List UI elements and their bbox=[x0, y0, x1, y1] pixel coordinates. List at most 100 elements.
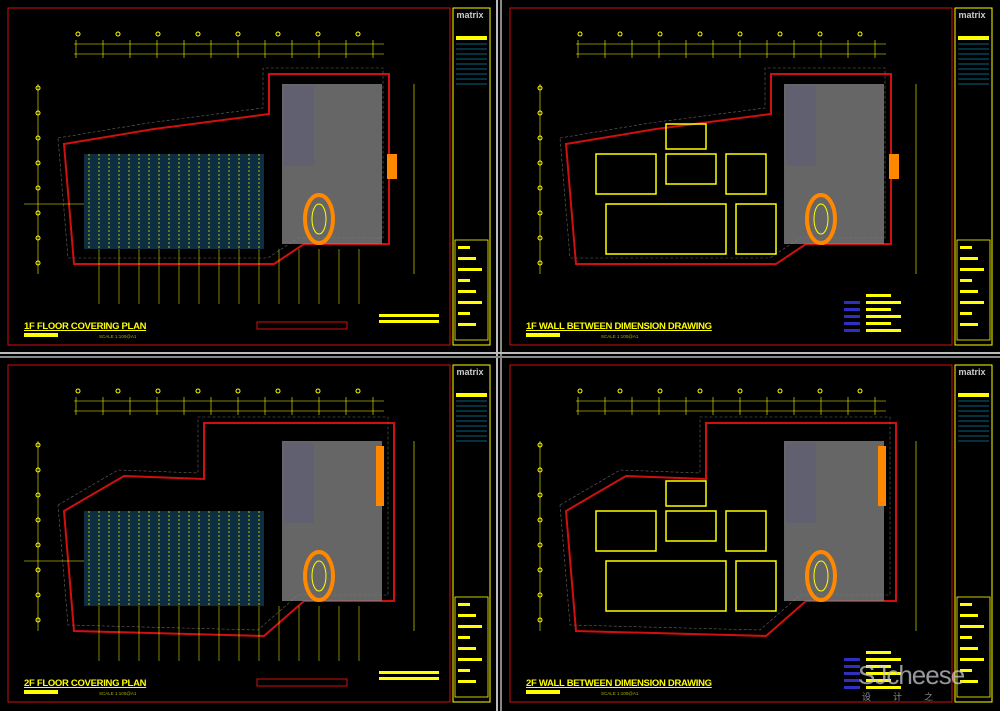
grid-bubble bbox=[35, 617, 41, 623]
hatched-area bbox=[786, 443, 816, 523]
building-outline bbox=[62, 422, 395, 638]
grid-bubble bbox=[155, 31, 161, 37]
legend-box bbox=[256, 678, 348, 687]
grid-bubble bbox=[537, 592, 543, 598]
grid-bubble bbox=[617, 31, 623, 37]
grid-bubble bbox=[35, 85, 41, 91]
drawing-title: 1F WALL BETWEEN DIMENSION DRAWING bbox=[526, 321, 712, 332]
title-block bbox=[954, 7, 993, 346]
grid-bubble bbox=[355, 388, 361, 394]
grid-bubble bbox=[235, 31, 241, 37]
grid-bubble bbox=[537, 260, 543, 266]
grid-bubble bbox=[35, 110, 41, 116]
drawing-sheet-1f-floor: matrix 1F FLOOR COVERING PLAN SCALE 1:10… bbox=[4, 4, 494, 349]
grid-bubble bbox=[195, 388, 201, 394]
grid-bubble bbox=[155, 388, 161, 394]
title-block-text bbox=[960, 603, 972, 606]
wall-partition bbox=[665, 123, 707, 150]
legend-swatch bbox=[844, 322, 860, 325]
legend-text bbox=[866, 679, 891, 682]
building-outline bbox=[564, 422, 897, 638]
grid-bubble bbox=[195, 31, 201, 37]
sheet-frame bbox=[509, 7, 953, 346]
title-block-text bbox=[458, 323, 476, 326]
legend-swatch bbox=[844, 686, 860, 689]
note-text bbox=[379, 314, 439, 317]
wall-dimension-drawing bbox=[509, 364, 993, 703]
title-block-band bbox=[456, 36, 487, 40]
drawing-scale: SCALE 1:100@A1 bbox=[99, 334, 137, 339]
grid-bubble bbox=[35, 442, 41, 448]
legend-text bbox=[866, 329, 901, 332]
wall-partition bbox=[595, 510, 657, 552]
drawing-scale: SCALE 1:100@A1 bbox=[601, 334, 639, 339]
grid-bubble bbox=[537, 235, 543, 241]
grid-bubble bbox=[817, 388, 823, 394]
legend-text bbox=[866, 315, 901, 318]
grid-bubble bbox=[697, 388, 703, 394]
grid-bubble bbox=[537, 442, 543, 448]
grid-bubble bbox=[577, 388, 583, 394]
grid-bubble bbox=[115, 388, 121, 394]
grid-bubble bbox=[35, 517, 41, 523]
drawing-sheet-2f-floor: matrix 2F FLOOR COVERING PLAN SCALE 1:10… bbox=[4, 361, 494, 706]
title-block-text bbox=[960, 680, 978, 683]
legend-text bbox=[866, 308, 891, 311]
grid-bubble bbox=[35, 235, 41, 241]
title-block-text bbox=[960, 312, 972, 315]
title-block-text bbox=[960, 658, 984, 661]
floor-plan-drawing bbox=[7, 7, 491, 346]
wall-partition bbox=[725, 153, 767, 195]
legend-text bbox=[866, 301, 901, 304]
wall-partition bbox=[605, 203, 727, 255]
building-outline-dashed bbox=[559, 67, 886, 259]
spiral-stair bbox=[805, 193, 837, 245]
wall-dimension-drawing bbox=[509, 7, 993, 346]
title-block-text bbox=[960, 614, 978, 617]
watermark: SJcheese bbox=[858, 660, 965, 690]
building-outline-dashed bbox=[57, 416, 389, 631]
sheet-frame bbox=[7, 364, 451, 703]
grid-bubble bbox=[537, 210, 543, 216]
grid-bubble bbox=[577, 31, 583, 37]
title-block-info bbox=[454, 239, 489, 341]
legend-text bbox=[866, 322, 891, 325]
grid-bubble bbox=[537, 185, 543, 191]
legend-text bbox=[866, 658, 901, 661]
title-block-info bbox=[956, 596, 991, 698]
grid-bubble bbox=[537, 135, 543, 141]
drawing-title: 2F FLOOR COVERING PLAN bbox=[24, 678, 147, 689]
building-outline-dashed bbox=[57, 67, 384, 259]
legend-text bbox=[866, 294, 891, 297]
grid-bubble bbox=[35, 567, 41, 573]
legend-box bbox=[256, 321, 348, 330]
grid-bubble bbox=[315, 31, 321, 37]
title-block-text bbox=[458, 658, 482, 661]
grid-bubble bbox=[537, 617, 543, 623]
legend-swatch bbox=[844, 658, 860, 661]
grid-bubble bbox=[857, 31, 863, 37]
title-block-text bbox=[458, 625, 482, 628]
title-block-text bbox=[458, 680, 476, 683]
title-block-text bbox=[960, 268, 984, 271]
legend-text bbox=[866, 672, 901, 675]
grid-bubble bbox=[857, 388, 863, 394]
title-block-logo: matrix bbox=[456, 367, 484, 377]
grid-bubble bbox=[355, 31, 361, 37]
grid-bubble bbox=[35, 185, 41, 191]
stair bbox=[878, 446, 886, 506]
grid-bubble bbox=[35, 542, 41, 548]
grid-bubble bbox=[35, 135, 41, 141]
grid-bubble bbox=[537, 85, 543, 91]
sheet-frame bbox=[509, 364, 953, 703]
title-underline bbox=[526, 333, 560, 337]
title-block-text bbox=[458, 669, 470, 672]
title-block-band bbox=[958, 393, 989, 397]
grid-bubble bbox=[275, 31, 281, 37]
title-block-text bbox=[458, 268, 482, 271]
spiral-stair bbox=[303, 550, 335, 602]
sheet-frame bbox=[7, 7, 451, 346]
building-outline-dashed bbox=[559, 416, 891, 631]
hatched-area bbox=[284, 443, 314, 523]
wall-partition bbox=[605, 560, 727, 612]
